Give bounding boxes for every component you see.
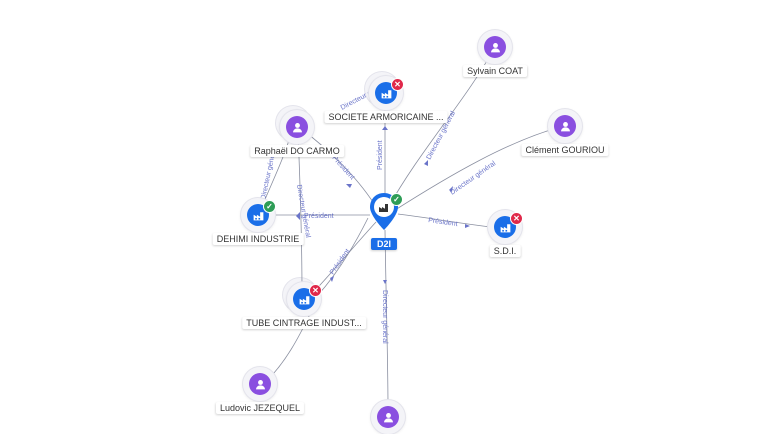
edge-label: Président xyxy=(428,217,458,228)
person-icon xyxy=(484,36,506,58)
arrow-marker xyxy=(449,186,453,192)
edge-clement-d2i xyxy=(391,125,565,213)
edge-label: Président xyxy=(377,140,384,170)
arrow-marker xyxy=(383,280,387,284)
arrow-marker xyxy=(382,126,388,130)
person-icon xyxy=(554,115,576,137)
node-label: DEHIMI INDUSTRIE xyxy=(212,233,304,245)
node-label: Sylvain COAT xyxy=(463,65,527,77)
edge-raphael-d2i-2 xyxy=(317,217,369,296)
edge-label: Président xyxy=(331,155,356,182)
node-label: Clément GOURIOU xyxy=(521,144,609,156)
inactive-badge-icon: ✕ xyxy=(510,212,523,225)
node-label: SOCIETE ARMORICAINE ... xyxy=(324,111,448,123)
edge-label: Président xyxy=(304,213,334,220)
arrow-marker xyxy=(424,160,428,166)
person-icon xyxy=(286,116,308,138)
person-icon xyxy=(377,406,399,428)
edge-label: Directeur général xyxy=(295,184,311,239)
edge-label: Président xyxy=(329,248,352,276)
edge-label: Directeur général xyxy=(381,290,388,344)
edge-raphael-d2i xyxy=(299,127,379,211)
center-label: D2I xyxy=(370,238,398,250)
node-label: S.D.I. xyxy=(489,245,521,257)
edge-d2i-bottom xyxy=(384,229,389,411)
edge-label: Directeur général xyxy=(449,160,497,197)
person-icon xyxy=(249,373,271,395)
inactive-badge-icon: ✕ xyxy=(391,78,404,91)
arrow-marker xyxy=(296,212,300,220)
active-badge-icon: ✓ xyxy=(390,193,403,206)
arrow-marker xyxy=(330,276,334,282)
node-label: TUBE CINTRAGE INDUST... xyxy=(242,317,366,329)
node-label: Ludovic JEZEQUEL xyxy=(215,402,305,414)
node-label: Raphaël DO CARMO xyxy=(250,145,344,157)
arrow-marker xyxy=(465,224,470,228)
inactive-badge-icon: ✕ xyxy=(309,284,322,297)
active-badge-icon: ✓ xyxy=(263,200,276,213)
arrow-marker xyxy=(346,184,352,188)
